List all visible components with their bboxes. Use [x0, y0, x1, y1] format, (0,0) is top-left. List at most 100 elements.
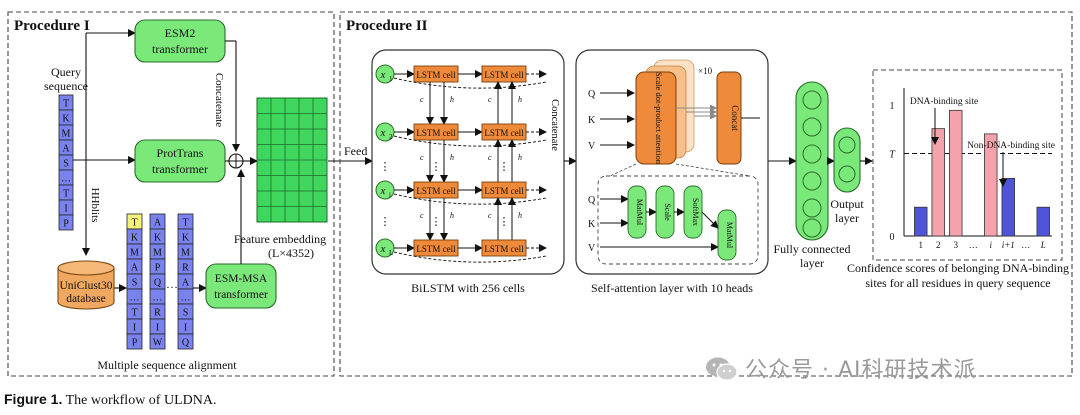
- lstm-input-label: x: [380, 243, 386, 255]
- x-tick-label: 3: [954, 240, 959, 250]
- msa-letter: W: [153, 338, 163, 349]
- non-binding-annotation: Non-DNA-binding site: [967, 141, 1055, 151]
- lstm-input-label: x: [380, 185, 386, 197]
- qkv-label: Q: [588, 89, 596, 100]
- query-label-2: sequence: [44, 79, 88, 93]
- figure-caption-label: Figure 1.: [4, 391, 63, 407]
- bilstm-concatenate-label: Concatenate: [549, 99, 560, 151]
- lstm-input-subscript: i: [389, 191, 391, 199]
- procedure-2-title: Procedure II: [346, 18, 428, 34]
- chart-caption-2: sites for all residues in query sequence: [865, 276, 1050, 290]
- fc-node: [802, 171, 822, 191]
- residue-letter: T: [63, 189, 69, 200]
- y-tick-label: 1: [890, 101, 895, 112]
- lstm-cell-label: LSTM cell: [484, 244, 524, 254]
- msa-letter: P: [155, 263, 161, 274]
- msa-ellipsis: …: [166, 277, 178, 291]
- qkv-label-inner: V: [588, 243, 596, 254]
- msa-label: Multiple sequence alignment: [97, 358, 237, 372]
- feed-label: Feed: [344, 144, 367, 158]
- msa-letter: T: [182, 218, 188, 229]
- qkv-label: K: [588, 115, 596, 126]
- msa-letter: K: [154, 233, 162, 244]
- hidden-state-label: h: [518, 153, 522, 162]
- figure-caption: Figure 1. The workflow of ULDNA.: [4, 391, 216, 409]
- procedure-1-frame: [7, 11, 335, 377]
- msa-cell: [149, 333, 166, 350]
- x-tick-label: i+1: [1002, 240, 1015, 250]
- concatenate-label-1: Concatenate: [213, 73, 225, 127]
- msa-letter: R: [182, 263, 189, 274]
- prottrans-label-2: transformer: [152, 162, 208, 176]
- vertical-ellipsis: ⋮: [499, 161, 510, 173]
- esm2-label-2: transformer: [152, 42, 208, 56]
- attention-op-label: MatMul: [635, 199, 644, 226]
- prottrans-label: ProtTrans: [157, 146, 204, 160]
- msa-letter: T: [131, 218, 137, 229]
- msa-letter: M: [181, 248, 190, 259]
- vertical-ellipsis: ⋮: [380, 161, 391, 173]
- attention-label: Self-attention layer with 10 heads: [591, 281, 753, 295]
- feature-embedding-size: (L×4352): [268, 246, 314, 260]
- msa-cell: [126, 333, 143, 350]
- hidden-state-label: h: [518, 211, 522, 220]
- esm-msa-label-2: transformer: [214, 289, 268, 301]
- cell-state-label: c: [488, 95, 492, 104]
- fc-node: [802, 218, 822, 238]
- cell-state-label: c: [420, 95, 424, 104]
- watermark: 公众号 · AI科研技术派: [705, 352, 977, 384]
- msa-letter: A: [182, 278, 190, 289]
- lstm-cell-label: LSTM cell: [484, 128, 524, 138]
- output-node: [838, 136, 856, 154]
- x-tick-label: 2: [936, 240, 941, 250]
- y-tick-label: 0: [890, 232, 895, 243]
- fc-node: [802, 198, 822, 218]
- residue-letter: T: [63, 99, 69, 110]
- residue-cell: [58, 214, 74, 231]
- msa-cell: [177, 333, 194, 350]
- msa-letter: I: [184, 323, 187, 334]
- lstm-cell-label: LSTM cell: [484, 186, 524, 196]
- msa-letter: …: [130, 293, 140, 304]
- msa-letter: A: [131, 263, 139, 274]
- msa-letter: K: [182, 233, 190, 244]
- lstm-input-subscript: L: [389, 249, 393, 257]
- fc-node: [802, 117, 822, 137]
- confidence-chart-frame: [872, 69, 1063, 261]
- score-bar: [914, 206, 928, 237]
- output-node: [838, 165, 856, 183]
- msa-letter: I: [133, 323, 136, 334]
- score-bar: [931, 128, 945, 237]
- attention-op-block: [717, 209, 737, 261]
- residue-letter: M: [62, 129, 71, 140]
- msa-letter: Q: [154, 278, 162, 289]
- score-bar: [949, 109, 963, 237]
- sdpa-label: Scale dot-product attention: [654, 72, 664, 165]
- scaled-dot-product-attention: [635, 71, 677, 165]
- lstm-cell-label: LSTM cell: [416, 186, 456, 196]
- x-tick-label: i: [989, 240, 992, 250]
- msa-letter: S: [183, 308, 189, 319]
- output-label-2: layer: [835, 211, 859, 225]
- uniclust30-database: [57, 260, 115, 310]
- lstm-cell-label: LSTM cell: [416, 128, 456, 138]
- esm2-label: ESM2: [165, 26, 196, 40]
- chart-caption: Confidence scores of belonging DNA-bindi…: [847, 261, 1069, 275]
- score-bar: [1001, 177, 1015, 237]
- database-name-2: database: [66, 293, 106, 305]
- cell-state-label: c: [420, 211, 424, 220]
- x-tick-label: L: [1040, 240, 1046, 250]
- figure-caption-text: The workflow of ULDNA.: [62, 393, 217, 408]
- cell-state-label: c: [420, 153, 424, 162]
- database-name: UniClust30: [59, 280, 112, 292]
- lstm-cell-label: LSTM cell: [416, 70, 456, 80]
- vertical-ellipsis: ⋮: [431, 161, 442, 173]
- esm-msa-transformer-box: [205, 263, 277, 309]
- msa-letter: S: [132, 278, 138, 289]
- hidden-state-label: h: [450, 95, 454, 104]
